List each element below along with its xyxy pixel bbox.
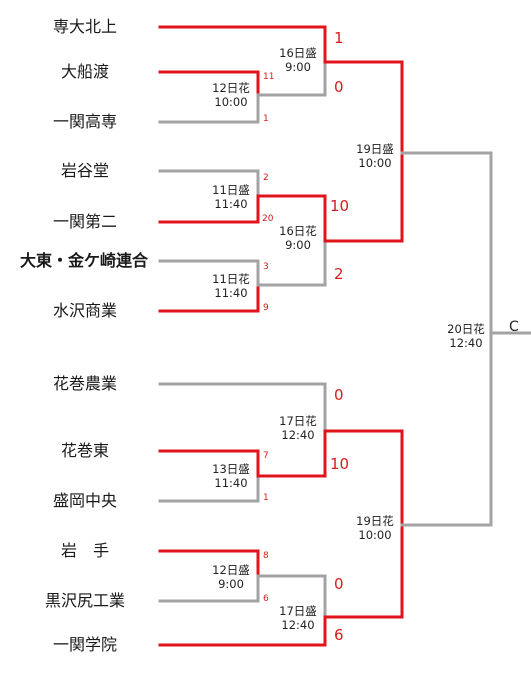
match-time: 10:00 <box>358 156 392 170</box>
score-ichinoseki-daini: 20 <box>262 214 274 224</box>
line-iwate <box>158 549 260 578</box>
block-final-label: C <box>509 319 519 335</box>
team-kurosawajiri-kogyo: 黒沢尻工業 <box>44 591 125 610</box>
score-r2-sendai-hokujo: 1 <box>334 29 344 47</box>
line-r3-sendai-hokujo <box>323 60 404 155</box>
line-mizusawa-shogyo <box>158 283 260 313</box>
match-date: 11日花 <box>212 272 250 286</box>
team-iwate: 岩 手 <box>60 541 109 560</box>
score-daito-kanegasaki: 3 <box>263 262 269 272</box>
team-hanamaki-nogyo: 花巻農業 <box>52 374 117 393</box>
line-kurosawajiri <box>158 574 260 603</box>
line-r2-mizusawa <box>256 239 327 287</box>
line-r2-hanamaki-higashi <box>256 429 327 478</box>
match-time: 11:40 <box>214 286 248 300</box>
line-r2-oofunato <box>256 60 327 97</box>
line-morioka-chuo <box>158 474 260 503</box>
line-r2-ichinoseki-daini <box>256 194 327 243</box>
team-ichinoseki-gakuin: 一関学院 <box>52 635 117 654</box>
line-daito-kanegasaki <box>158 259 260 287</box>
team-hanamaki-higashi: 花巻東 <box>60 441 109 460</box>
team-ichinoseki-kosen: 一関高専 <box>52 112 117 131</box>
line-ichinoseki-gakuin <box>158 615 327 647</box>
match-date: 12日盛 <box>212 563 250 577</box>
line-r3-hanamaki-higashi <box>323 429 404 527</box>
team-sendai-hokujo: 専大北上 <box>52 17 117 36</box>
line-r4-bottom <box>400 331 493 527</box>
match-date: 11日盛 <box>212 183 250 197</box>
match-date: 19日花 <box>356 514 394 528</box>
line-ichinoseki-daini <box>158 194 260 224</box>
match-time: 12:40 <box>281 618 315 632</box>
score-hanamaki-higashi: 7 <box>263 451 269 461</box>
match-date: 13日盛 <box>212 462 250 476</box>
match-date: 16日花 <box>279 224 317 238</box>
match-date: 12日花 <box>212 81 250 95</box>
score-r2-ichinoseki-daini: 10 <box>330 197 350 215</box>
score-morioka-chuo: 1 <box>263 493 269 503</box>
team-mizusawa-shogyo: 水沢商業 <box>52 301 117 320</box>
team-iwayado: 岩谷堂 <box>60 161 109 180</box>
line-hanamaki-higashi <box>158 449 260 478</box>
line-sendai-hokujo <box>158 25 327 64</box>
team-oofunato: 大船渡 <box>60 62 109 81</box>
team-morioka-chuo: 盛岡中央 <box>52 491 117 510</box>
score-r2-hanamaki-higashi: 10 <box>330 455 350 473</box>
match-time: 12:40 <box>449 336 483 350</box>
line-r4-top <box>400 151 493 335</box>
line-r3-ichinoseki-gakuin <box>323 523 404 619</box>
score-r2-mizusawa-shogyo: 2 <box>334 265 344 283</box>
team-ichinoseki-daini: 一関第二 <box>52 212 117 231</box>
match-time: 10:00 <box>358 528 392 542</box>
score-oofunato: 11 <box>263 72 275 82</box>
match-date: 16日盛 <box>279 46 317 60</box>
match-time: 9:00 <box>285 238 311 252</box>
team-daito-kanegasaki: 大東・金ケ崎連合 <box>19 251 148 270</box>
score-mizusawa-shogyo: 9 <box>263 303 269 313</box>
line-iwayado <box>158 169 260 198</box>
match-time: 12:40 <box>281 428 315 442</box>
match-date: 17日盛 <box>279 604 317 618</box>
match-time: 11:40 <box>214 197 248 211</box>
line-ichinoseki-kosen <box>158 93 260 124</box>
match-time: 11:40 <box>214 476 248 490</box>
score-r2-iwate: 0 <box>334 575 344 593</box>
score-iwayado: 2 <box>263 173 269 183</box>
line-oofunato <box>158 70 260 97</box>
score-r2-ichinoseki-gakuin: 6 <box>334 626 344 644</box>
line-r3-ichinoseki-daini <box>323 151 404 243</box>
line-hanamaki-nogyo <box>158 382 327 433</box>
match-date: 19日盛 <box>356 142 394 156</box>
match-time: 10:00 <box>214 95 248 109</box>
score-r2-oofunato: 0 <box>334 78 344 96</box>
match-time: 9:00 <box>218 577 244 591</box>
score-iwate: 8 <box>263 551 269 561</box>
score-r2-hanamaki-nogyo: 0 <box>334 386 344 404</box>
match-time: 9:00 <box>285 60 311 74</box>
score-ichinoseki-kosen: 1 <box>263 114 269 124</box>
score-kurosawajiri-kogyo: 6 <box>263 594 269 604</box>
match-date: 17日花 <box>279 414 317 428</box>
match-date: 20日花 <box>447 322 485 336</box>
line-r2-iwate <box>256 574 327 619</box>
